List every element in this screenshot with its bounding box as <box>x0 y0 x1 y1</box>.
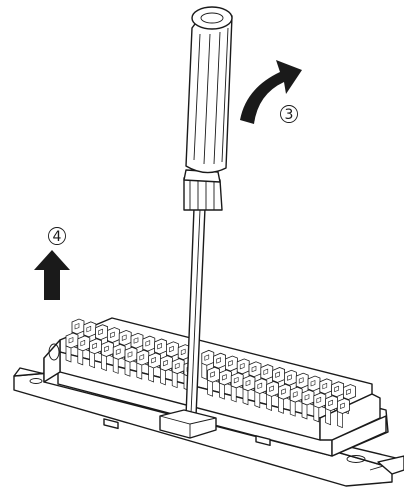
step-4-label: 4 <box>53 229 62 245</box>
terminal-clamp <box>301 389 315 420</box>
step-3-marker: 3 <box>280 105 298 123</box>
terminal-clamp <box>160 355 173 386</box>
rail-slot-right <box>346 455 366 463</box>
terminal-clamp <box>207 366 220 397</box>
terminal-clamp <box>201 349 215 380</box>
terminal-clamp <box>124 346 138 377</box>
up-arrow-icon <box>34 250 70 300</box>
terminal-clamp <box>148 352 161 383</box>
terminal-clamp <box>242 375 256 406</box>
foot-tab <box>255 435 271 447</box>
terminal-clamp <box>313 392 327 423</box>
curved-arrow-icon <box>240 60 302 124</box>
terminal-clamp <box>136 349 150 380</box>
terminal-clamp <box>101 341 114 372</box>
screwdriver-icon <box>159 6 233 439</box>
terminal-clamp <box>89 338 102 369</box>
terminal-clamp <box>112 343 126 374</box>
step-3-label: 3 <box>285 107 294 123</box>
terminal-clamp <box>337 398 350 429</box>
terminal-rows <box>65 318 356 429</box>
terminal-clamp <box>278 383 291 414</box>
terminal-clamp <box>289 386 303 417</box>
rail-slot-left <box>29 378 43 384</box>
release-lever <box>159 409 217 439</box>
step-4-marker: 4 <box>48 227 66 245</box>
foot-tab <box>103 418 119 430</box>
